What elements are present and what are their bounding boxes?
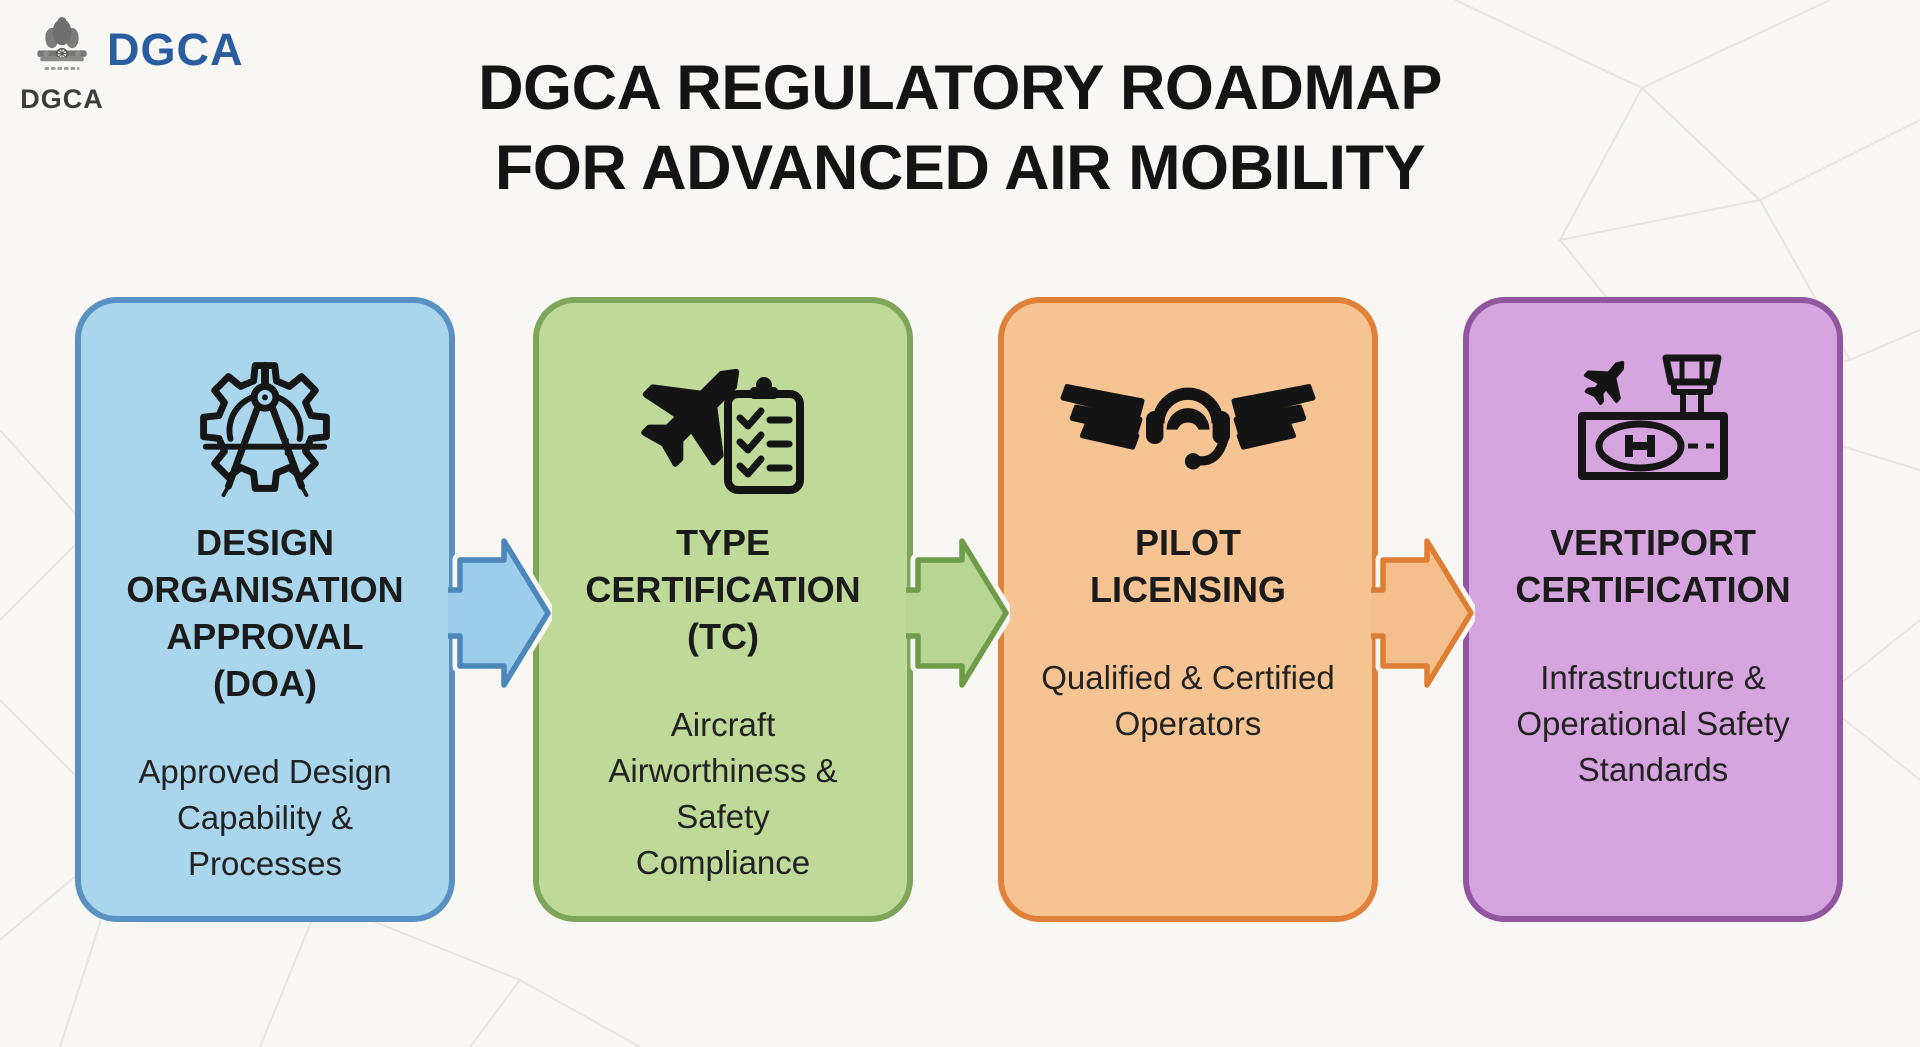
logo-wordmark: DGCA <box>107 24 244 75</box>
card-pilot-licensing: PILOT LICENSING Qualified & Certified Op… <box>998 297 1378 922</box>
flow-arrow-2 <box>906 533 1010 693</box>
card-title: TYPE CERTIFICATION (TC) <box>585 522 861 657</box>
flow-arrow-3 <box>1371 533 1475 693</box>
logo-brand-text: DGCA <box>20 84 104 114</box>
page-title-line2: FOR ADVANCED AIR MOBILITY <box>494 133 1426 203</box>
page-title: DGCA REGULATORY ROADMAP FOR ADVANCED AIR… <box>0 48 1920 208</box>
page-title-line1: DGCA REGULATORY ROADMAP <box>478 53 1442 123</box>
card-design-organisation-approval: DESIGN ORGANISATION APPROVAL (DOA) Appro… <box>75 297 455 922</box>
card-subtitle: Qualified & Certified Operators <box>1041 659 1335 742</box>
card-subtitle: Infrastructure & Operational Safety Stan… <box>1516 659 1790 788</box>
card-title: DESIGN ORGANISATION APPROVAL (DOA) <box>126 522 404 704</box>
card-subtitle: Aircraft Airworthiness & Safety Complian… <box>608 706 838 881</box>
vertiport-helipad-tower-icon <box>1568 349 1738 501</box>
gear-compass-icon <box>181 349 349 501</box>
pilot-wings-headset-icon <box>1060 349 1316 501</box>
card-subtitle: Approved Design Capability & Processes <box>138 753 392 882</box>
card-type-certification: TYPE CERTIFICATION (TC) Aircraft Airwort… <box>533 297 913 922</box>
card-title: VERTIPORT CERTIFICATION <box>1515 522 1791 610</box>
flow-arrow-1 <box>448 533 552 693</box>
card-vertiport-certification: VERTIPORT CERTIFICATION Infrastructure &… <box>1463 297 1843 922</box>
ashoka-emblem-icon <box>37 17 87 70</box>
aircraft-checklist-icon <box>636 349 811 501</box>
card-title: PILOT LICENSING <box>1089 522 1286 610</box>
